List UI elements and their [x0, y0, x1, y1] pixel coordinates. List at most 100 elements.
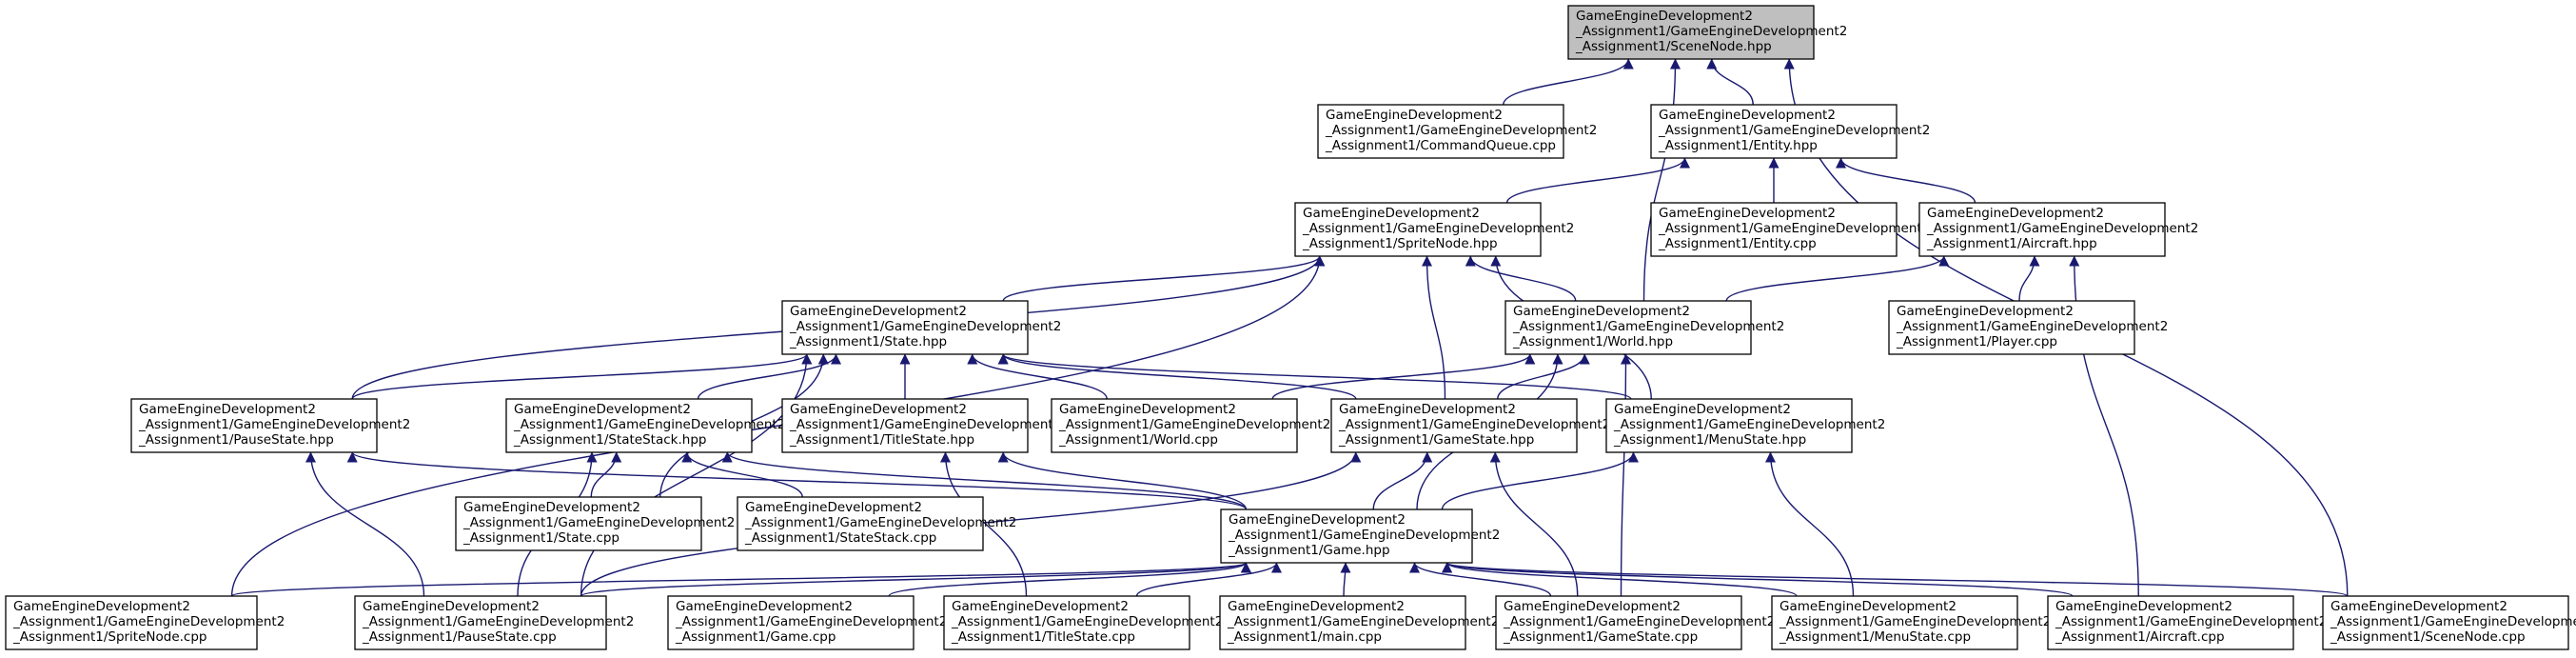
include-edge-entity_hpp-to-scenenode_hpp	[1706, 58, 1754, 106]
file-node-label-line: _Assignment1/World.hpp	[1512, 334, 1673, 349]
file-node-gamestate-hpp[interactable]: GameEngineDevelopment2_Assignment1/GameE…	[1330, 398, 1610, 453]
file-node-statestack-hpp[interactable]: GameEngineDevelopment2_Assignment1/GameE…	[505, 398, 785, 453]
file-node-label-line: _Assignment1/World.cpp	[1058, 432, 1218, 448]
file-node-label-line: _Assignment1/TitleState.hpp	[789, 432, 974, 448]
file-node-titlestate-cpp[interactable]: GameEngineDevelopment2_Assignment1/GameE…	[943, 595, 1223, 650]
file-node-label-line: _Assignment1/State.cpp	[462, 530, 619, 546]
file-node-label-line: GameEngineDevelopment2	[1659, 108, 1836, 123]
file-node-label-line: _Assignment1/GameEngineDevelopment2	[1658, 123, 1930, 138]
file-node-label-line: GameEngineDevelopment2	[13, 599, 190, 614]
file-node-label-line: _Assignment1/GameEngineDevelopment2	[2055, 614, 2327, 629]
file-node-menustate-cpp[interactable]: GameEngineDevelopment2_Assignment1/GameE…	[1771, 595, 2051, 650]
include-edge-titlestate_cpp-to-game_hpp	[1135, 562, 1282, 597]
file-node-label-line: _Assignment1/GameEngineDevelopment2	[2330, 614, 2576, 629]
include-edge-game_hpp-to-gamestate_hpp	[1372, 451, 1433, 510]
include-edge-game_hpp-to-pausestate_hpp	[347, 451, 1248, 510]
file-node-label-line: _Assignment1/GameEngineDevelopment2	[789, 319, 1061, 334]
file-node-statestack-cpp[interactable]: GameEngineDevelopment2_Assignment1/GameE…	[737, 496, 1016, 551]
include-edge-spritenode_cpp-to-game_hpp	[230, 562, 1251, 597]
file-node-box	[781, 398, 1029, 453]
include-edge-gamestate_hpp-to-state_hpp	[997, 353, 1357, 400]
file-node-label-line: _Assignment1/State.hpp	[789, 334, 947, 349]
file-node-box	[1504, 300, 1752, 355]
file-node-label-line: GameEngineDevelopment2	[2330, 599, 2507, 614]
file-node-label-line: GameEngineDevelopment2	[463, 500, 640, 515]
file-node-label-line: _Assignment1/GameEngineDevelopment2	[1302, 221, 1574, 236]
file-node-spritenode-cpp[interactable]: GameEngineDevelopment2_Assignment1/GameE…	[5, 595, 285, 650]
file-node-label-line: _Assignment1/PauseState.cpp	[362, 629, 557, 645]
file-node-state-cpp[interactable]: GameEngineDevelopment2_Assignment1/GameE…	[455, 496, 735, 551]
file-node-label-line: _Assignment1/GameEngineDevelopment2	[462, 515, 735, 530]
file-node-titlestate-hpp[interactable]: GameEngineDevelopment2_Assignment1/GameE…	[781, 398, 1061, 453]
file-node-box	[1918, 202, 2166, 257]
include-edge-aircraft_hpp-to-entity_hpp	[1836, 157, 1976, 204]
file-node-label-line: _Assignment1/Player.cpp	[1896, 334, 2057, 349]
file-node-spritenode-hpp[interactable]: GameEngineDevelopment2_Assignment1/GameE…	[1294, 202, 1574, 257]
file-node-label-line: _Assignment1/GameEngineDevelopment2	[1227, 614, 1499, 629]
file-node-label-line: GameEngineDevelopment2	[1576, 9, 1753, 24]
file-node-label-line: _Assignment1/GameEngineDevelopment2	[1779, 614, 2051, 629]
file-node-label-line: GameEngineDevelopment2	[1229, 512, 1406, 528]
file-node-label-line: _Assignment1/GameEngineDevelopment2	[744, 515, 1016, 530]
include-edge-spritenode_hpp-to-entity_hpp	[1505, 157, 1690, 204]
include-edge-pausestate_cpp-to-state_hpp	[580, 353, 813, 597]
file-node-world-hpp[interactable]: GameEngineDevelopment2_Assignment1/GameE…	[1504, 300, 1784, 355]
file-node-label-line: _Assignment1/SceneNode.hpp	[1575, 39, 1772, 54]
include-edge-world_hpp-to-scenenode_hpp	[1642, 58, 1681, 302]
file-node-box	[1219, 595, 1466, 650]
file-node-label-line: _Assignment1/GameEngineDevelopment2	[789, 417, 1061, 432]
include-edge-menustate_cpp-to-menustate_hpp	[1765, 451, 1855, 597]
include-edge-menustate_cpp-to-game_hpp	[1442, 562, 1798, 597]
file-node-box	[1330, 398, 1578, 453]
file-node-main-cpp[interactable]: GameEngineDevelopment2_Assignment1/GameE…	[1219, 595, 1499, 650]
file-node-label-line: _Assignment1/Entity.cpp	[1658, 236, 1817, 251]
include-edge-gamestate_hpp-to-world_hpp	[1497, 353, 1590, 400]
file-node-entity-hpp[interactable]: GameEngineDevelopment2_Assignment1/GameE…	[1650, 104, 1930, 159]
file-node-world-cpp[interactable]: GameEngineDevelopment2_Assignment1/GameE…	[1051, 398, 1330, 453]
file-node-label-line: _Assignment1/Aircraft.hpp	[1926, 236, 2097, 251]
include-edge-pausestate_hpp-to-state_hpp	[351, 353, 813, 400]
file-node-aircraft-hpp[interactable]: GameEngineDevelopment2_Assignment1/GameE…	[1918, 202, 2198, 257]
file-node-menustate-hpp[interactable]: GameEngineDevelopment2_Assignment1/GameE…	[1605, 398, 1885, 453]
include-edge-state_hpp-to-spritenode_hpp	[1002, 255, 1326, 302]
file-node-state-hpp[interactable]: GameEngineDevelopment2_Assignment1/GameE…	[781, 300, 1061, 355]
file-node-gamestate-cpp[interactable]: GameEngineDevelopment2_Assignment1/GameE…	[1495, 595, 1775, 650]
include-edge-spritenode_cpp-to-spritenode_hpp	[230, 255, 1326, 597]
file-node-label-line: _Assignment1/GameState.hpp	[1338, 432, 1534, 448]
include-edge-gamestate_cpp-to-world_hpp	[1620, 353, 1631, 597]
file-node-label-line: _Assignment1/TitleState.cpp	[951, 629, 1135, 645]
file-node-box	[1051, 398, 1298, 453]
file-node-label-line: GameEngineDevelopment2	[745, 500, 922, 515]
file-node-label-line: GameEngineDevelopment2	[2055, 599, 2232, 614]
file-node-player-cpp[interactable]: GameEngineDevelopment2_Assignment1/GameE…	[1888, 300, 2168, 355]
file-node-pausestate-hpp[interactable]: GameEngineDevelopment2_Assignment1/GameE…	[130, 398, 410, 453]
file-node-label-line: _Assignment1/GameEngineDevelopment2	[675, 614, 947, 629]
include-edge-menustate_hpp-to-state_hpp	[997, 353, 1632, 400]
include-edge-game_cpp-to-game_hpp	[888, 562, 1251, 597]
file-node-label-line: _Assignment1/GameState.cpp	[1503, 629, 1698, 645]
file-node-label-line: _Assignment1/GameEngineDevelopment2	[12, 614, 285, 629]
file-node-label-line: _Assignment1/SpriteNode.hpp	[1302, 236, 1498, 251]
file-node-box	[1650, 104, 1898, 159]
file-node-label-line: GameEngineDevelopment2	[1326, 108, 1503, 123]
file-node-aircraft-cpp[interactable]: GameEngineDevelopment2_Assignment1/GameE…	[2047, 595, 2327, 650]
file-node-box	[1220, 508, 1473, 564]
file-node-scenenode-hpp[interactable]: GameEngineDevelopment2_Assignment1/GameE…	[1567, 5, 1847, 60]
file-node-label-line: _Assignment1/GameEngineDevelopment2	[951, 614, 1223, 629]
include-edge-state_cpp-to-statestack_hpp	[590, 451, 622, 498]
file-node-entity-cpp[interactable]: GameEngineDevelopment2_Assignment1/GameE…	[1650, 202, 1930, 257]
file-node-box	[781, 300, 1029, 355]
file-node-label-line: _Assignment1/Entity.hpp	[1658, 138, 1818, 153]
file-node-label-line: GameEngineDevelopment2	[1659, 206, 1836, 221]
file-node-pausestate-cpp[interactable]: GameEngineDevelopment2_Assignment1/GameE…	[354, 595, 634, 650]
file-node-commandqueue-cpp[interactable]: GameEngineDevelopment2_Assignment1/GameE…	[1317, 104, 1597, 159]
file-node-label-line: _Assignment1/MenuState.cpp	[1779, 629, 1971, 645]
include-edge-commandqueue_cpp-to-scenenode_hpp	[1503, 58, 1634, 106]
file-node-game-hpp[interactable]: GameEngineDevelopment2_Assignment1/GameE…	[1220, 508, 1500, 564]
file-node-scenenode-cpp[interactable]: GameEngineDevelopment2_Assignment1/GameE…	[2322, 595, 2576, 650]
file-node-label-line: _Assignment1/GameEngineDevelopment2	[1613, 417, 1885, 432]
include-edge-titlestate_cpp-to-titlestate_hpp	[940, 451, 1028, 597]
file-node-game-cpp[interactable]: GameEngineDevelopment2_Assignment1/GameE…	[667, 595, 947, 650]
file-node-label-line: _Assignment1/GameEngineDevelopment2	[1926, 221, 2198, 236]
